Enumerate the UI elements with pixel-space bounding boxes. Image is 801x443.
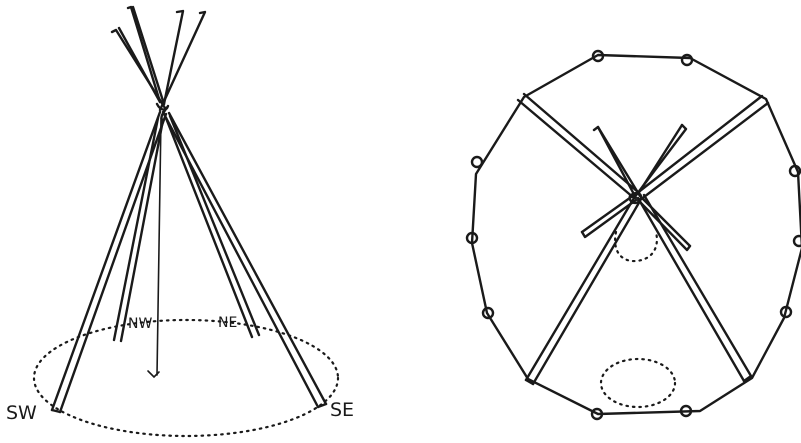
plan-pole-lower-right (638, 195, 751, 381)
pole-frame-elevation: NW NE SW SE (6, 7, 354, 436)
ground-footprint-ellipse (34, 320, 338, 436)
label-ne: NE (218, 315, 237, 331)
inner-tripod-sticks (582, 125, 690, 250)
plan-pole-upper-right (636, 96, 768, 200)
pole-ne (166, 116, 259, 337)
label-se: SE (330, 399, 354, 421)
dotted-hearth-lower (601, 359, 675, 407)
center-plumb-line (157, 118, 161, 375)
pole-nw (114, 118, 163, 341)
plan-pole-lower-left (526, 198, 640, 384)
pole-tops (112, 7, 205, 110)
plan-pole-upper-left (518, 94, 638, 198)
label-sw: SW (6, 402, 37, 424)
plan-outline (472, 55, 801, 414)
pole-sw (52, 112, 166, 412)
label-nw: NW (128, 316, 152, 332)
dotted-hearth-upper (615, 232, 657, 261)
floor-plan-view (467, 51, 801, 419)
